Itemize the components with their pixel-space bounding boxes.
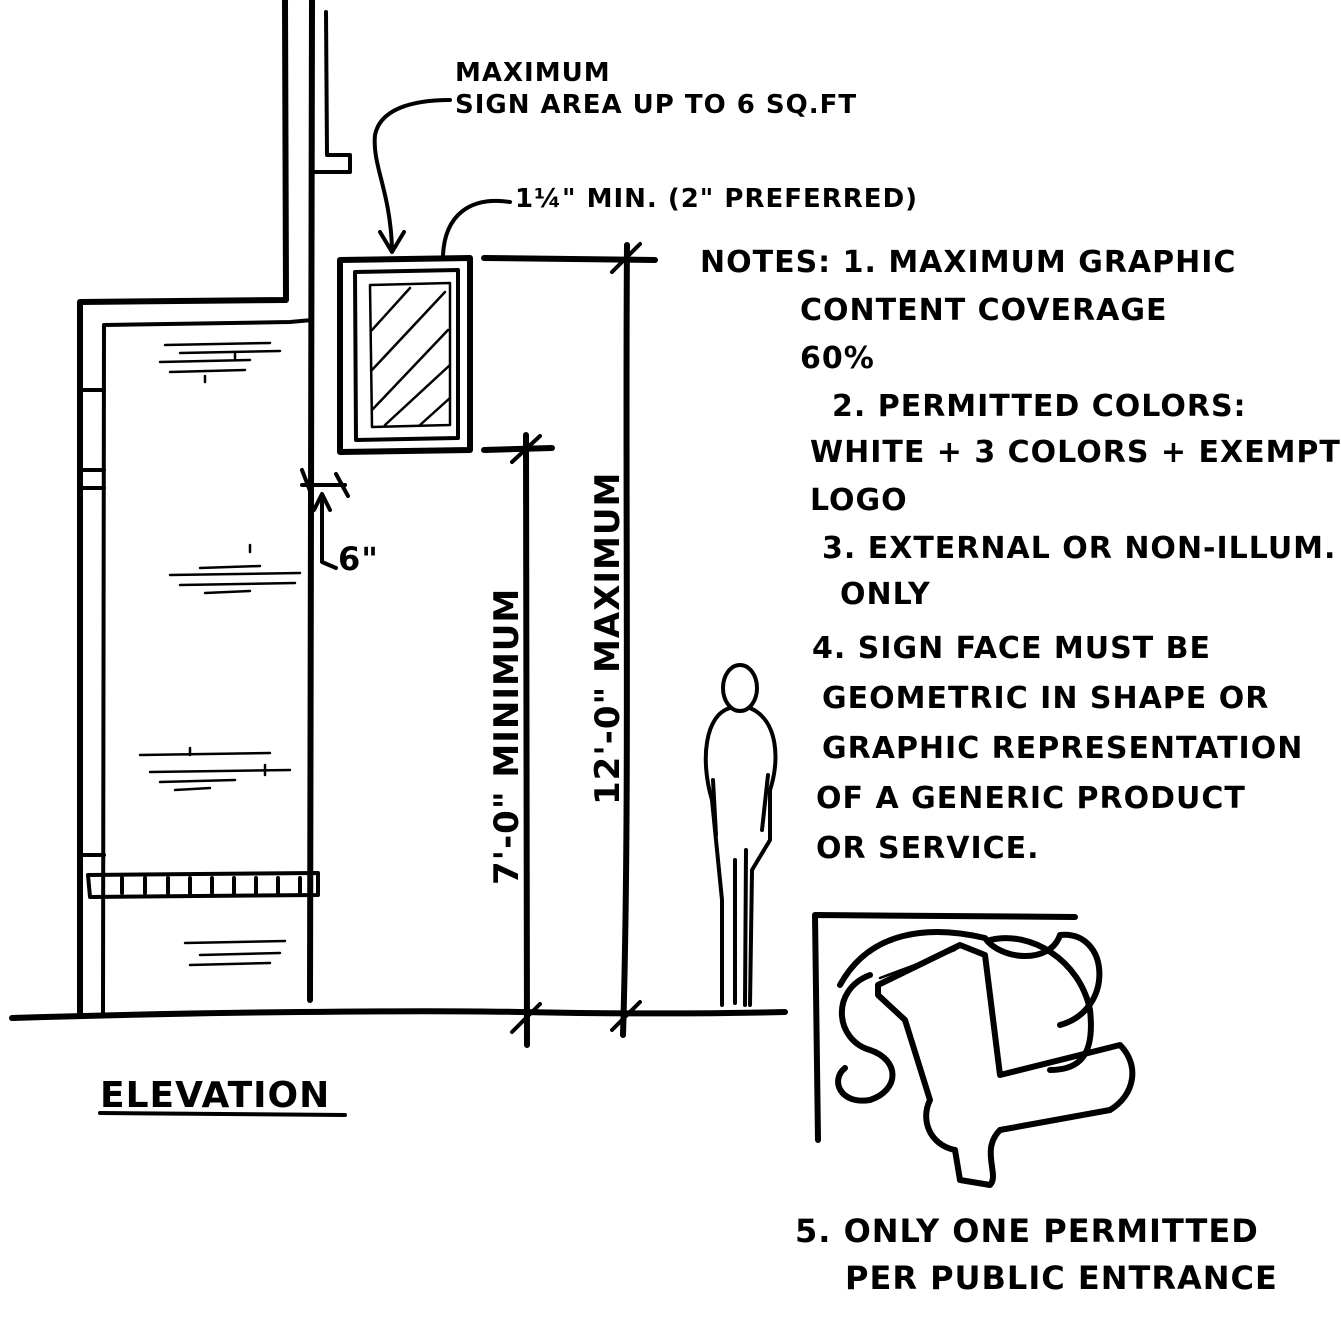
clearance-max-label: 12'-0" MAXIMUM	[588, 471, 628, 805]
note-line: GEOMETRIC IN SHAPE OR	[822, 681, 1270, 716]
note-line: OF A GENERIC PRODUCT	[816, 781, 1246, 816]
note-line: LOGO	[810, 483, 908, 518]
note-line: WHITE + 3 COLORS + EXEMPT	[810, 435, 1341, 470]
note-line: CONTENT COVERAGE	[800, 293, 1168, 328]
ground-line	[9, 1008, 788, 1021]
note-line: OR SERVICE.	[816, 831, 1040, 866]
example-sign-sketch	[812, 912, 1136, 1188]
note-line: GRAPHIC REPRESENTATION	[822, 731, 1304, 766]
note-line: 60%	[800, 341, 875, 376]
min-height-dimension	[481, 432, 555, 1048]
note-line: 3. EXTERNAL OR NON-ILLUM.	[822, 531, 1337, 566]
sill-band	[86, 871, 320, 899]
building-wall	[77, 0, 352, 1018]
clearance-min-label: 7'-0" MINIMUM	[487, 587, 527, 885]
note-line: 2. PERMITTED COLORS:	[832, 389, 1247, 424]
brick-texture	[138, 341, 302, 967]
elevation-underline	[98, 1111, 347, 1117]
frame-depth-leader	[441, 198, 512, 257]
projection-label: 6"	[338, 540, 379, 578]
sign-area-leader	[372, 98, 452, 250]
max-height-dimension	[481, 242, 658, 1038]
wall-sign	[337, 255, 473, 455]
frame-depth-label: 1¼" MIN. (2" PREFERRED)	[515, 184, 919, 214]
human-figure	[703, 663, 778, 1007]
max-sign-area-label-line2: SIGN AREA UP TO 6 SQ.FT	[455, 90, 858, 120]
view-title: ELEVATION	[100, 1075, 331, 1116]
max-sign-area-label-line1: MAXIMUM	[455, 58, 611, 88]
note-5-line2: PER PUBLIC ENTRANCE	[845, 1259, 1278, 1297]
note-line: 4. SIGN FACE MUST BE	[812, 631, 1211, 666]
sign-hatching	[370, 286, 452, 427]
projection-dimension	[300, 468, 350, 570]
note-line: NOTES: 1. MAXIMUM GRAPHIC	[700, 245, 1237, 280]
note-5-line1: 5. ONLY ONE PERMITTED	[795, 1212, 1259, 1250]
note-line: ONLY	[840, 577, 931, 612]
